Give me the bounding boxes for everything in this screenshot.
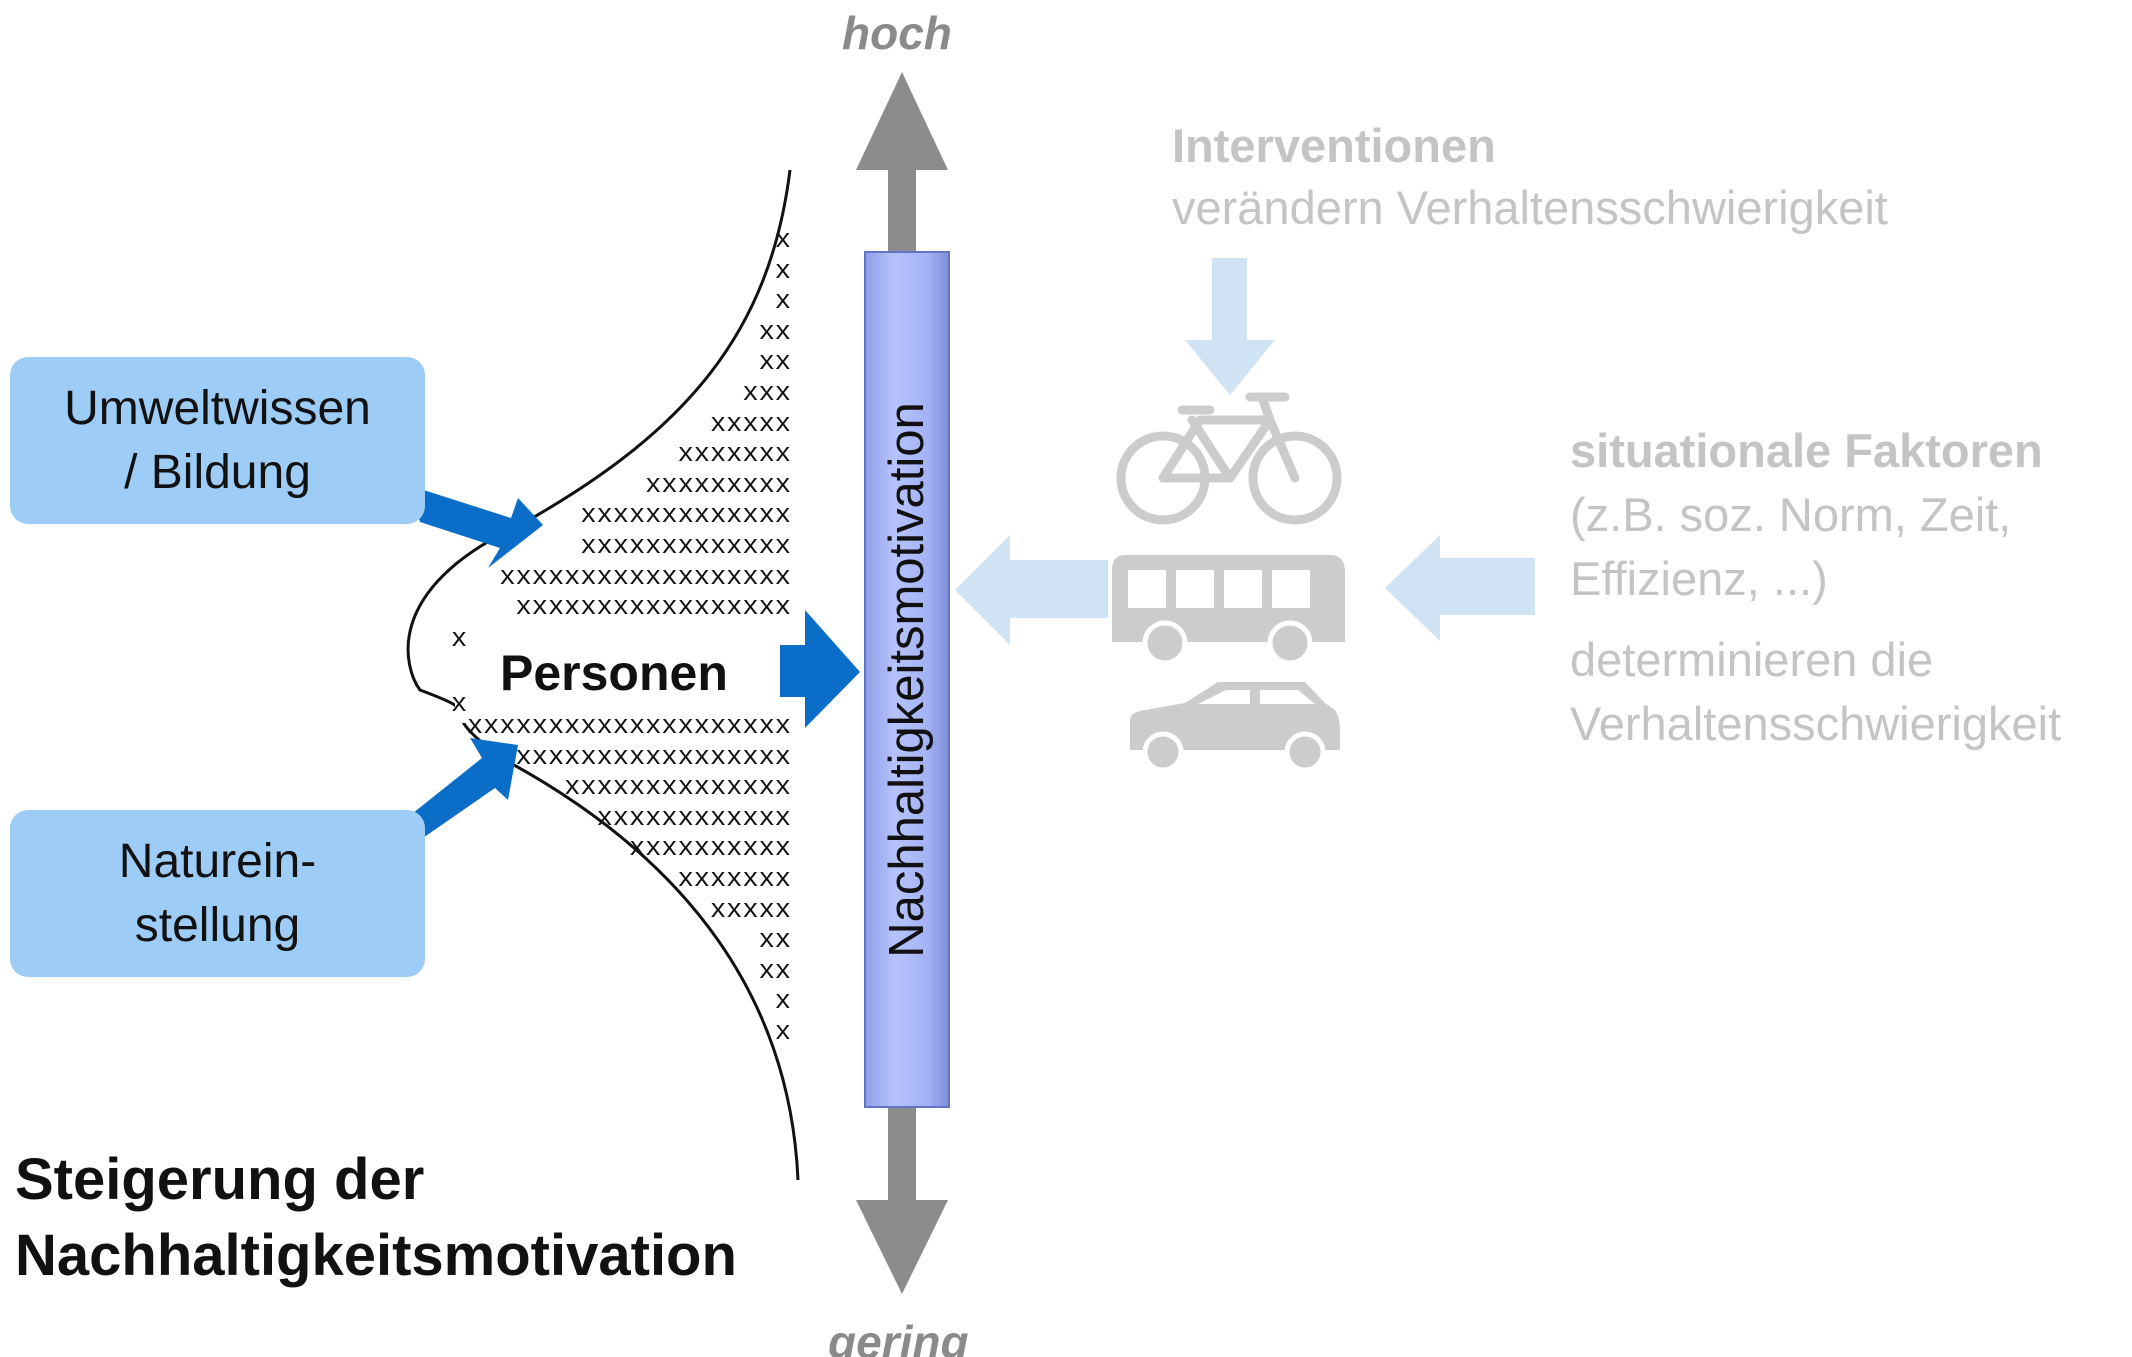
knowledge-box-line1: Umweltwissen xyxy=(64,381,371,435)
persons-mark-row: xx xyxy=(758,348,791,379)
situational-line4: determinieren die xyxy=(1570,633,1934,686)
situational-arrow xyxy=(1385,535,1535,641)
interventions-title: Interventionen xyxy=(1172,119,1496,172)
situational-line3: Effizienz, ...) xyxy=(1570,552,1828,605)
car-icon xyxy=(1130,682,1340,773)
persons-arrow xyxy=(780,610,860,728)
persons-mark-row: xxxxxxxxxxxxxxxxxx xyxy=(499,562,791,593)
persons-mark-row: x xyxy=(774,226,791,256)
persons-mark-row: xxxxxxxxx xyxy=(645,470,791,501)
persons-mark-row: x xyxy=(774,1017,791,1048)
persons-mark-row: xxxxx xyxy=(709,409,791,440)
persons-mark-row: xxxxxxxxxxxxxxxxx xyxy=(515,593,791,624)
persons-mark-row: x xyxy=(774,987,791,1018)
nature-box-line1: Naturein- xyxy=(118,834,317,888)
persons-mark-row: x xyxy=(774,287,791,318)
persons-mark-row: xxxxxxx xyxy=(677,440,791,471)
motivation-bar-label: Nachhaltigkeitsmotivation xyxy=(880,402,934,958)
knowledge-box: Umweltwissen / Bildung xyxy=(10,357,425,524)
persons-mark-row: xxxxxxxxxxxxx xyxy=(580,531,791,562)
axis-top-label: hoch xyxy=(842,7,952,59)
persons-mark-stray-bottom: x xyxy=(451,690,468,720)
knowledge-box-line2: / Bildung xyxy=(124,445,311,499)
nature-box: Naturein- stellung xyxy=(10,810,425,977)
transport-to-bar-arrow xyxy=(955,535,1108,645)
persons-mark-row: xx xyxy=(758,926,791,957)
motivation-bar xyxy=(864,251,950,1108)
nature-box-line2: stellung xyxy=(134,898,301,952)
persons-label: Personen xyxy=(500,645,728,701)
situational-title: situationale Faktoren xyxy=(1570,424,2043,477)
persons-mark-row: x xyxy=(774,256,791,287)
caption-line2: Nachhaltigkeitsmotivation xyxy=(15,1223,737,1288)
persons-mark-row: xxxxxxxxxxxxxx xyxy=(564,773,791,804)
axis-bottom-label: gering xyxy=(828,1316,969,1357)
situational-line5: Verhaltensschwierigkeit xyxy=(1570,697,2062,750)
persons-mark-row: xxx xyxy=(742,378,791,409)
persons-mark-row: xxxxxxx xyxy=(677,864,791,895)
persons-mark-row: xxxxx xyxy=(709,895,791,926)
distribution-curve xyxy=(406,169,800,1181)
persons-mark-row: xxxxxxxxxxxxxxxxx xyxy=(515,742,791,773)
persons-mark-row: xx xyxy=(758,956,791,987)
persons-mark-row: xxxxxxxxxxxxxxxxxxxx xyxy=(466,712,791,742)
caption-line1: Steigerung der xyxy=(15,1147,425,1212)
persons-mark-row: xxxxxxxxxx xyxy=(628,834,791,865)
persons-mark-row: xxxxxxxxxxxxx xyxy=(580,501,791,532)
nature-arrow xyxy=(398,738,518,840)
interventions-subtitle: verändern Verhaltensschwierigkeit xyxy=(1172,181,1888,234)
situational-line2: (z.B. soz. Norm, Zeit, xyxy=(1570,488,2012,541)
persons-mark-row: xxxxxxxxxxxx xyxy=(596,803,791,834)
persons-mark-stray-top: x xyxy=(451,625,468,655)
bicycle-icon xyxy=(1116,392,1342,525)
persons-label-bg xyxy=(455,628,805,723)
persons-mark-row: xx xyxy=(758,317,791,348)
knowledge-arrow xyxy=(408,485,543,568)
interventions-arrow xyxy=(1185,258,1275,395)
bus-icon xyxy=(1112,555,1345,666)
